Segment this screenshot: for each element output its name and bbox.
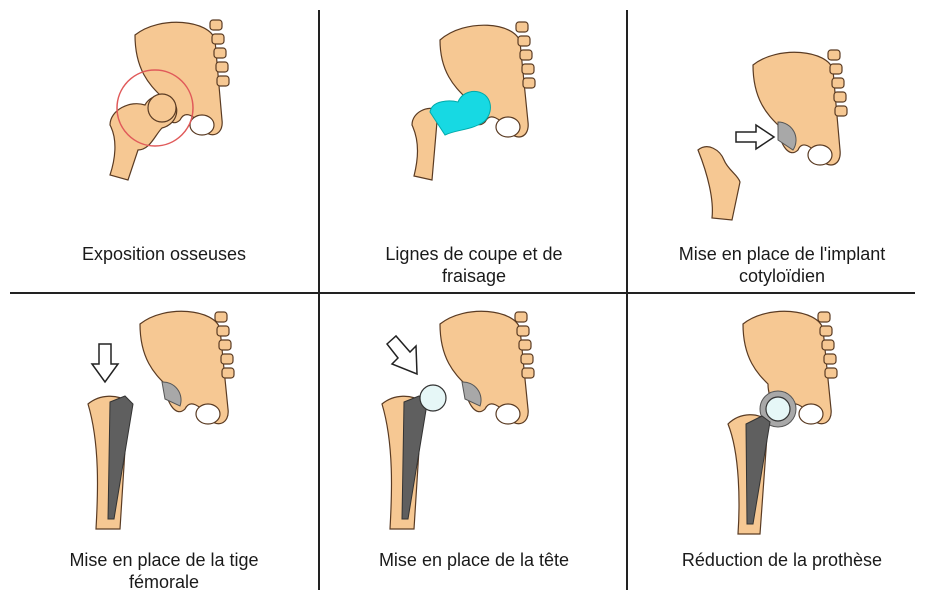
hip-reduction-illustration bbox=[628, 294, 925, 544]
hip-stem-illustration bbox=[10, 294, 318, 544]
panel-caption: Exposition osseuses bbox=[20, 243, 308, 265]
panel-acetabular-implant: Mise en place de l'implant cotyloïdien bbox=[628, 0, 925, 296]
panel-head: Mise en place de la tête bbox=[320, 294, 628, 590]
arrow-diagonal-icon bbox=[387, 336, 417, 374]
panel-caption: Mise en place de la tête bbox=[330, 549, 618, 571]
panel-femoral-stem: Mise en place de la tige fémorale bbox=[10, 294, 318, 590]
panel-exposure: Exposition osseuses bbox=[10, 0, 318, 296]
panel-caption: Lignes de coupe et de fraisage bbox=[330, 243, 618, 287]
arrow-right-icon bbox=[736, 125, 774, 149]
panel-cut-lines: Lignes de coupe et de fraisage bbox=[320, 0, 628, 296]
panel-caption: Mise en place de l'implant cotyloïdien bbox=[638, 243, 925, 287]
prosthetic-head bbox=[766, 397, 790, 421]
prosthetic-head bbox=[420, 385, 446, 411]
hip-head-illustration bbox=[320, 294, 626, 544]
arrow-down-icon bbox=[92, 344, 118, 382]
panel-reduction: Réduction de la prothèse bbox=[628, 294, 925, 590]
panel-caption: Mise en place de la tige fémorale bbox=[20, 549, 308, 593]
cut-area-highlight bbox=[430, 91, 490, 135]
panel-caption: Réduction de la prothèse bbox=[638, 549, 925, 571]
